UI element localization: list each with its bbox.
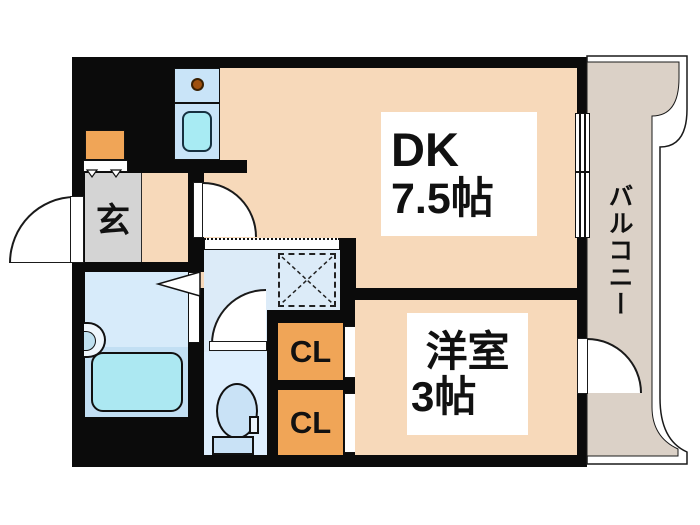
closet-lower: CL bbox=[278, 390, 343, 455]
dk-size: 7.5帖 bbox=[391, 175, 494, 224]
washing-machine-x bbox=[281, 256, 333, 304]
washroom-sliding-door bbox=[204, 238, 340, 250]
window-mullion bbox=[576, 171, 589, 173]
western-name: 洋室 bbox=[425, 327, 510, 375]
entry-lower-wall bbox=[85, 262, 204, 272]
window-track bbox=[584, 114, 586, 237]
washroom-right-wall bbox=[340, 238, 356, 323]
shoe-cabinet-step bbox=[83, 160, 128, 179]
entrance-step-arrow-icon bbox=[85, 169, 99, 179]
dk-label-box: DK 7.5帖 bbox=[381, 112, 537, 236]
balcony-door-leaf bbox=[577, 338, 588, 394]
kitchen-counter bbox=[174, 68, 220, 160]
front-door-leaf bbox=[70, 196, 84, 263]
faucet-knob bbox=[84, 331, 96, 351]
closet-lower-label: CL bbox=[289, 404, 332, 440]
closet-top-wall bbox=[267, 310, 356, 323]
entrance-step-arrow-icon bbox=[109, 169, 123, 179]
kitchen-wall-band bbox=[175, 160, 247, 173]
toilet-flush-handle bbox=[249, 416, 259, 434]
shoe-cabinet bbox=[85, 130, 125, 160]
room-entrance-genkan: 玄 bbox=[85, 173, 142, 262]
kitchen-sink-icon bbox=[182, 111, 212, 152]
western-label-box: 洋室 3帖 bbox=[407, 313, 528, 435]
washing-machine-space-icon bbox=[278, 253, 336, 307]
dk-door-leaf bbox=[193, 182, 203, 238]
closet-upper: CL bbox=[278, 323, 343, 380]
counter-divider bbox=[175, 102, 219, 104]
entrance-label: 玄 bbox=[96, 202, 130, 240]
toilet-door-leaf bbox=[209, 341, 267, 351]
folding-door-wedge-icon bbox=[155, 271, 201, 297]
bathtub-icon bbox=[91, 352, 183, 412]
western-size: 3帖 bbox=[411, 373, 477, 420]
balcony-label: バルコニー bbox=[605, 183, 633, 318]
closet-upper-label: CL bbox=[289, 333, 332, 369]
toilet-tank-icon bbox=[212, 436, 254, 455]
front-door-swing-icon bbox=[9, 196, 75, 263]
window-track bbox=[579, 114, 581, 237]
stove-burner-icon bbox=[191, 78, 204, 91]
balcony-outline bbox=[586, 55, 688, 465]
dk-name: DK bbox=[391, 123, 459, 177]
hallway bbox=[142, 173, 188, 262]
balcony-window-icon bbox=[575, 113, 590, 238]
